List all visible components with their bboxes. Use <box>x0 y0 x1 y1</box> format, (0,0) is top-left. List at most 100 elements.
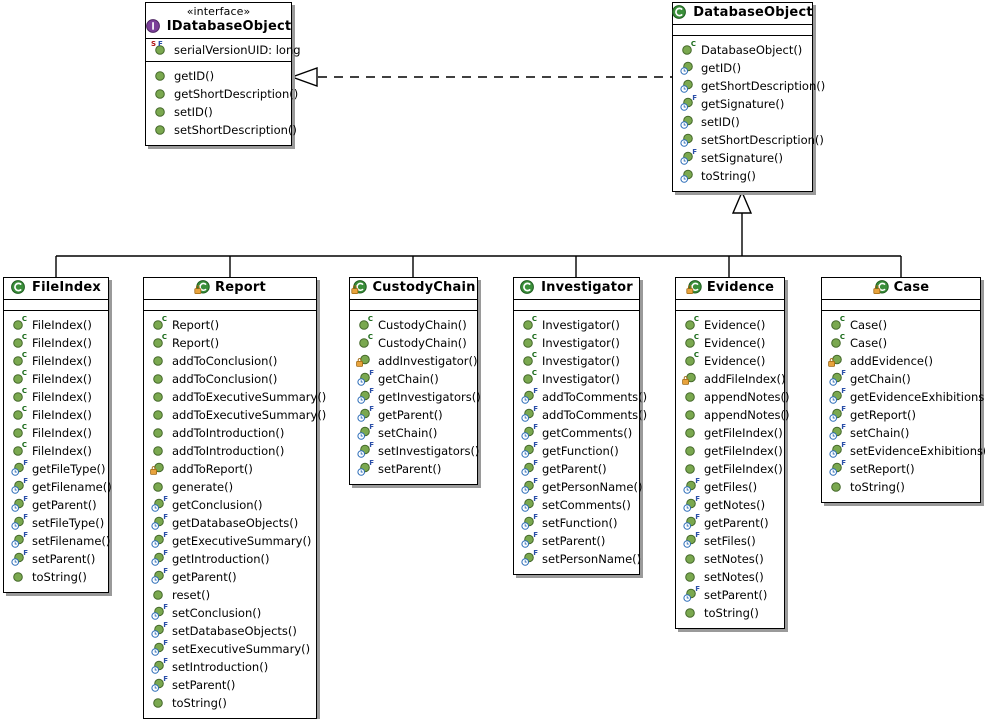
member-row[interactable]: toString() <box>679 167 806 185</box>
member-row[interactable]: addToExecutiveSummary() <box>150 388 326 406</box>
member-row[interactable]: getID() <box>152 67 285 85</box>
member-row[interactable]: toString() <box>10 568 102 586</box>
member-row[interactable]: generate() <box>150 478 310 496</box>
member-row[interactable]: addToReport() <box>150 460 310 478</box>
member-row[interactable]: getID() <box>679 59 806 77</box>
member-row[interactable]: setID() <box>152 103 285 121</box>
member-row[interactable]: getFileIndex() <box>682 460 783 478</box>
member-row[interactable]: addToIntroduction() <box>150 424 310 442</box>
member-row[interactable]: addInvestigator() <box>356 352 478 370</box>
member-row[interactable]: toString() <box>150 694 310 712</box>
member-row[interactable]: addToExecutiveSummary() <box>150 406 326 424</box>
member-row[interactable]: addFileIndex() <box>682 370 786 388</box>
member-row[interactable]: addToConclusion() <box>150 352 310 370</box>
member-row[interactable]: getShortDescription() <box>679 77 825 95</box>
member-row[interactable]: reset() <box>150 586 310 604</box>
member-row[interactable]: addToConclusion() <box>150 370 310 388</box>
member-row[interactable]: getFileIndex() <box>682 442 783 460</box>
member-row[interactable]: toString() <box>828 478 974 496</box>
member-row[interactable]: addToIntroduction() <box>150 442 310 460</box>
member-row[interactable]: appendNotes() <box>682 388 790 406</box>
member-row[interactable]: setID() <box>679 113 806 131</box>
member-row[interactable]: getShortDescription() <box>152 85 298 103</box>
member-row[interactable]: appendNotes() <box>682 406 790 424</box>
member-row[interactable]: setNotes() <box>682 550 778 568</box>
member-row[interactable]: setShortDescription() <box>679 131 824 149</box>
member-row[interactable]: addEvidence() <box>828 352 974 370</box>
member-row[interactable]: getFileIndex() <box>682 424 783 442</box>
